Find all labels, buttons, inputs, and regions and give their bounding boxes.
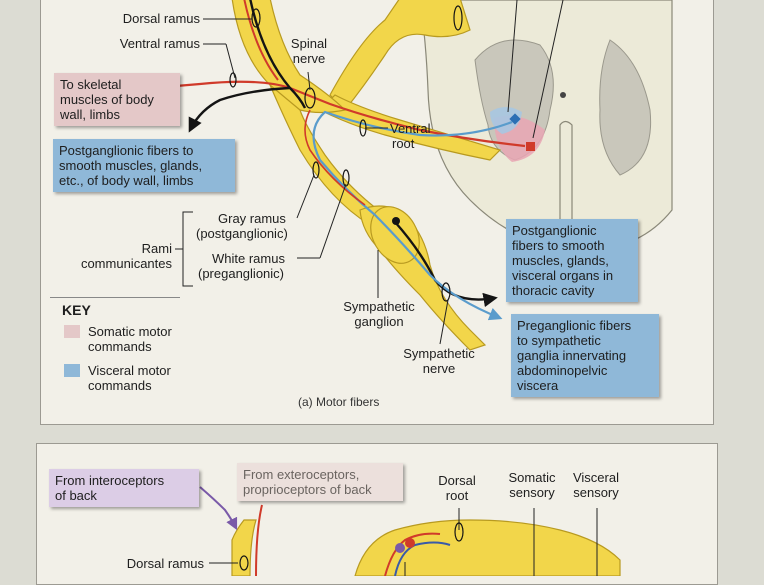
box-from-exteroceptors: From exteroceptors,proprioceptors of bac… bbox=[237, 463, 403, 501]
box-postganglionic-body-wall: Postganglionic fibers to smooth muscles,… bbox=[53, 139, 235, 192]
label-gray-ramus: Gray ramus(postganglionic) bbox=[196, 211, 288, 241]
box-preganglionic-abdominopelvic: Preganglionic fibers to sympathetic gang… bbox=[511, 314, 659, 397]
key-title: KEY bbox=[62, 302, 91, 318]
dorsal-root bbox=[329, 0, 471, 111]
key-swatch-visceral bbox=[64, 364, 80, 377]
box-postganglionic-thoracic: Postganglionic fibers to smooth muscles,… bbox=[506, 219, 638, 302]
label-dorsal-ramus: Dorsal ramus bbox=[122, 11, 200, 26]
label-dorsal-ramus-b: Dorsal ramus bbox=[126, 556, 204, 571]
label-ventral-ramus: Ventral ramus bbox=[119, 36, 200, 51]
key-swatch-somatic bbox=[64, 325, 80, 338]
key-divider bbox=[50, 297, 180, 298]
box-to-skeletal-muscles: To skeletal muscles of body wall, limbs bbox=[54, 73, 180, 126]
label-white-ramus: White ramus(preganglionic) bbox=[198, 251, 285, 281]
caption-motor-fibers: (a) Motor fibers bbox=[298, 395, 380, 409]
